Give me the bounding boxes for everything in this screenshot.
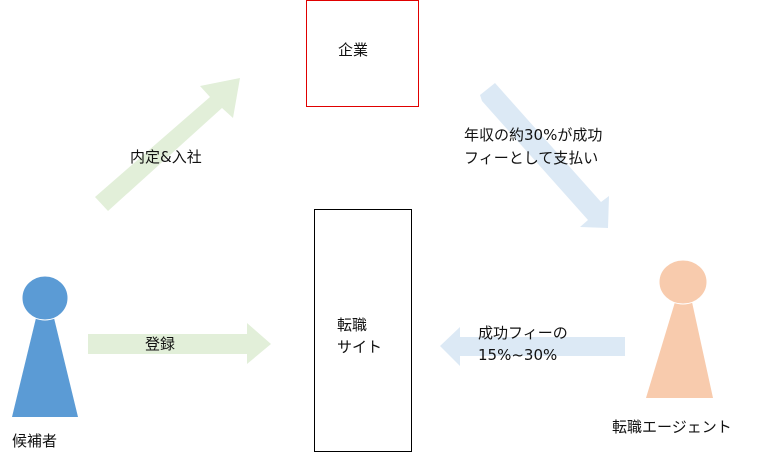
fee-to-agent-label-2: フィーとして支払い xyxy=(464,149,599,167)
fee-to-agent-label-1: 年収の約30%が成功 xyxy=(464,126,603,144)
register-label: 登録 xyxy=(145,335,176,353)
job-site-label-2: サイト xyxy=(337,338,383,356)
company-box: 企業 xyxy=(306,0,419,107)
arrow-offer xyxy=(95,78,240,211)
candidate-label: 候補者 xyxy=(12,432,58,450)
agent-label: 転職エージェント xyxy=(612,418,732,436)
offer-label: 内定&入社 xyxy=(130,148,202,166)
agent-figure xyxy=(646,259,713,398)
fee-to-site-label-1: 成功フィーの xyxy=(478,324,568,342)
job-site-label-1: 転職 xyxy=(337,316,368,334)
job-site-box: 転職 サイト xyxy=(314,209,412,452)
company-label: 企業 xyxy=(338,41,369,59)
arrow-register xyxy=(88,323,271,364)
arrow-fee-to-site xyxy=(440,327,625,366)
candidate-figure xyxy=(12,275,78,417)
fee-to-site-label-2: 15%~30% xyxy=(478,346,558,364)
arrow-fee-to-agent xyxy=(480,83,609,228)
